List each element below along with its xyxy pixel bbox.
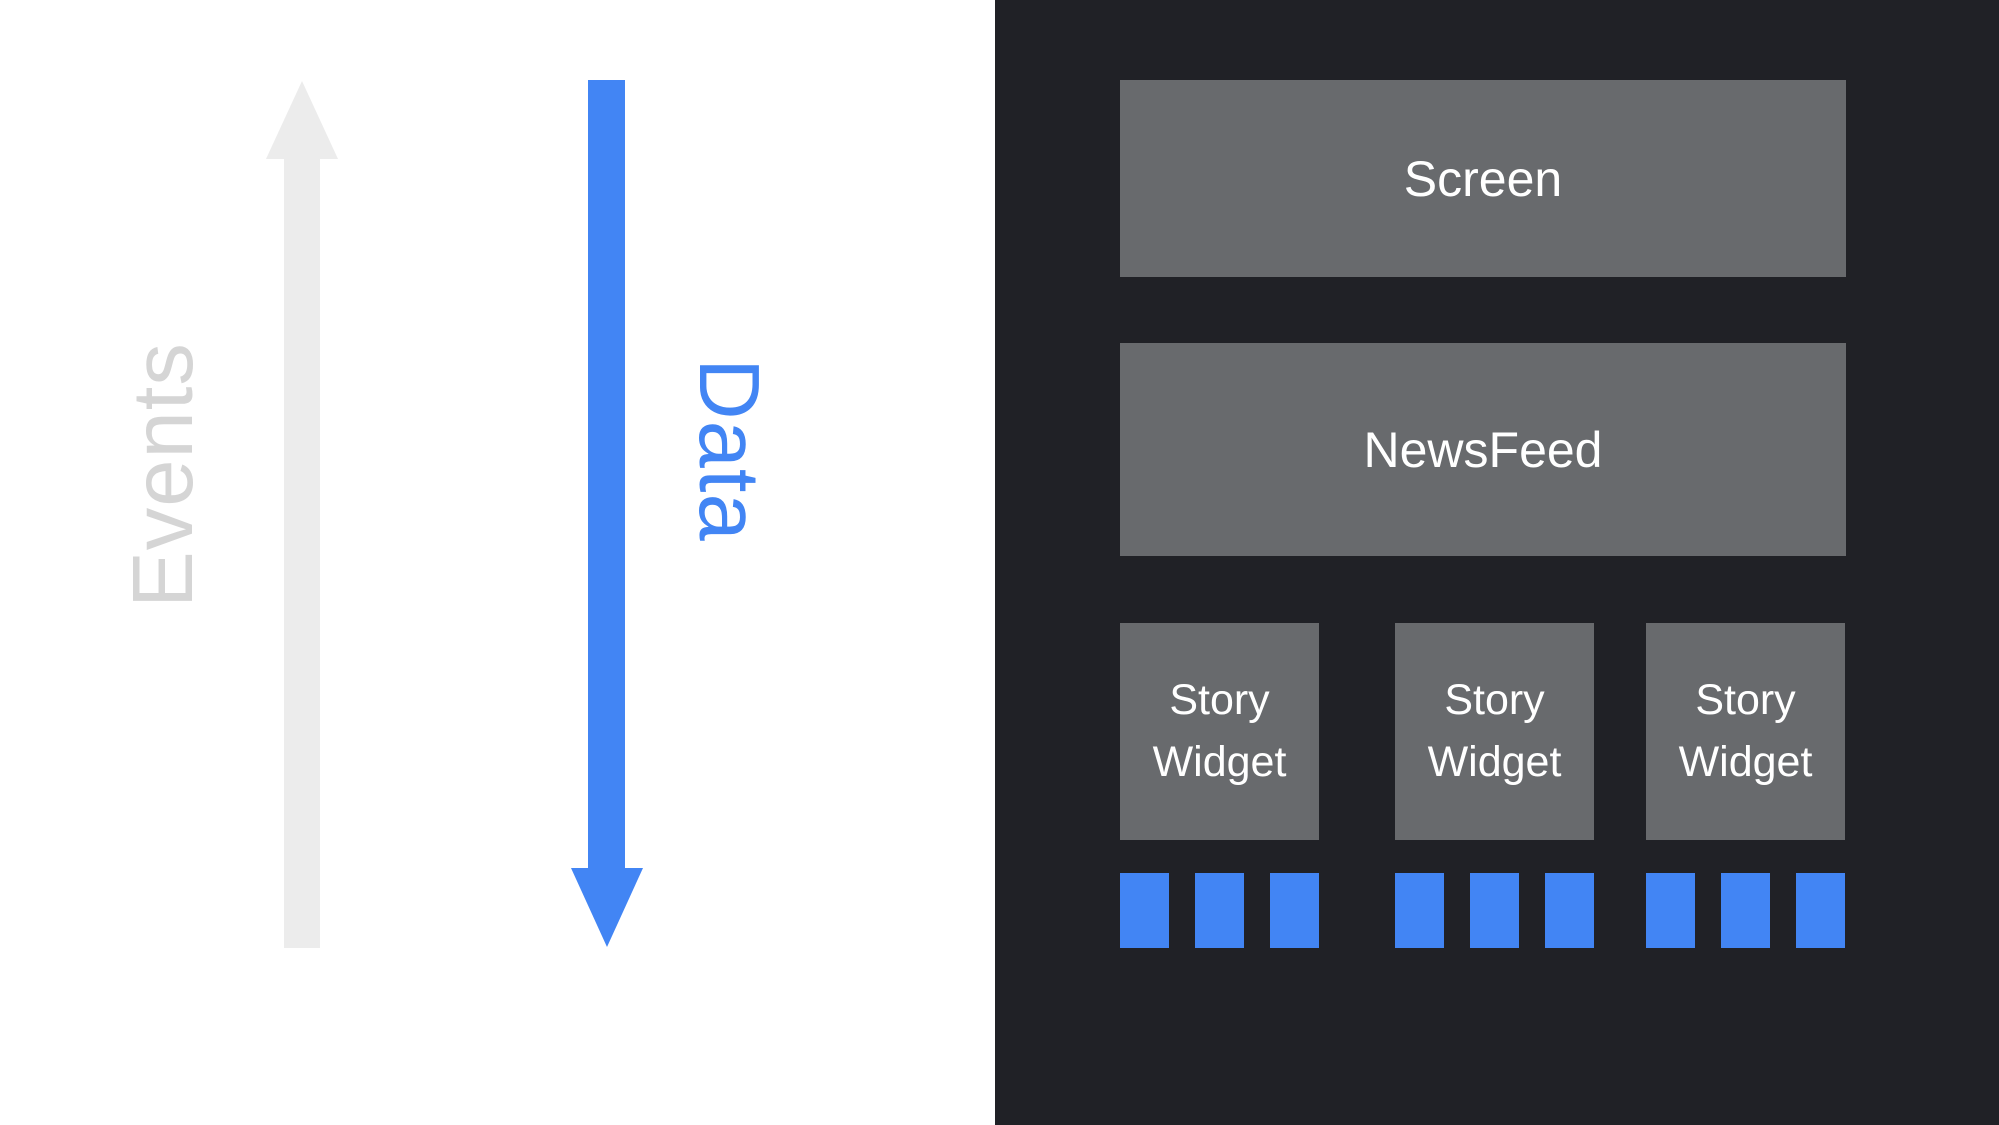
data-item-square — [1721, 873, 1770, 948]
story-data-items — [1120, 873, 1319, 948]
screen-label: Screen — [1403, 150, 1563, 207]
data-item-square — [1195, 873, 1244, 948]
screen-widget-box: Screen — [1120, 80, 1846, 277]
data-item-square — [1796, 873, 1845, 948]
down-arrow-shaft — [588, 80, 625, 868]
story-widget-label: Story Widget — [1427, 676, 1562, 786]
up-arrowhead — [265, 81, 338, 159]
data-item-square — [1270, 873, 1319, 948]
data-down-arrow-icon — [570, 80, 643, 947]
story-widget-label: Story Widget — [1152, 676, 1287, 786]
events-label: Events — [116, 342, 211, 608]
data-label: Data — [681, 358, 776, 542]
story-widget-box: Story Widget — [1120, 623, 1319, 840]
data-flow-panel: Events Data — [0, 0, 995, 1125]
story-data-items — [1646, 873, 1845, 948]
widget-tree-panel: Screen NewsFeed Story Widget Story Widge… — [995, 0, 1999, 1125]
data-item-square — [1395, 873, 1444, 948]
data-item-square — [1646, 873, 1695, 948]
story-widget-label: Story Widget — [1678, 676, 1813, 786]
data-item-square — [1470, 873, 1519, 948]
story-data-items — [1395, 873, 1594, 948]
data-item-square — [1120, 873, 1169, 948]
story-widget-box: Story Widget — [1646, 623, 1845, 840]
data-item-square — [1545, 873, 1594, 948]
up-arrow-shaft — [283, 159, 320, 948]
newsfeed-widget-box: NewsFeed — [1120, 343, 1846, 556]
down-arrowhead — [570, 868, 643, 947]
newsfeed-label: NewsFeed — [1363, 421, 1603, 478]
story-widget-box: Story Widget — [1395, 623, 1594, 840]
events-up-arrow-icon — [265, 81, 338, 948]
